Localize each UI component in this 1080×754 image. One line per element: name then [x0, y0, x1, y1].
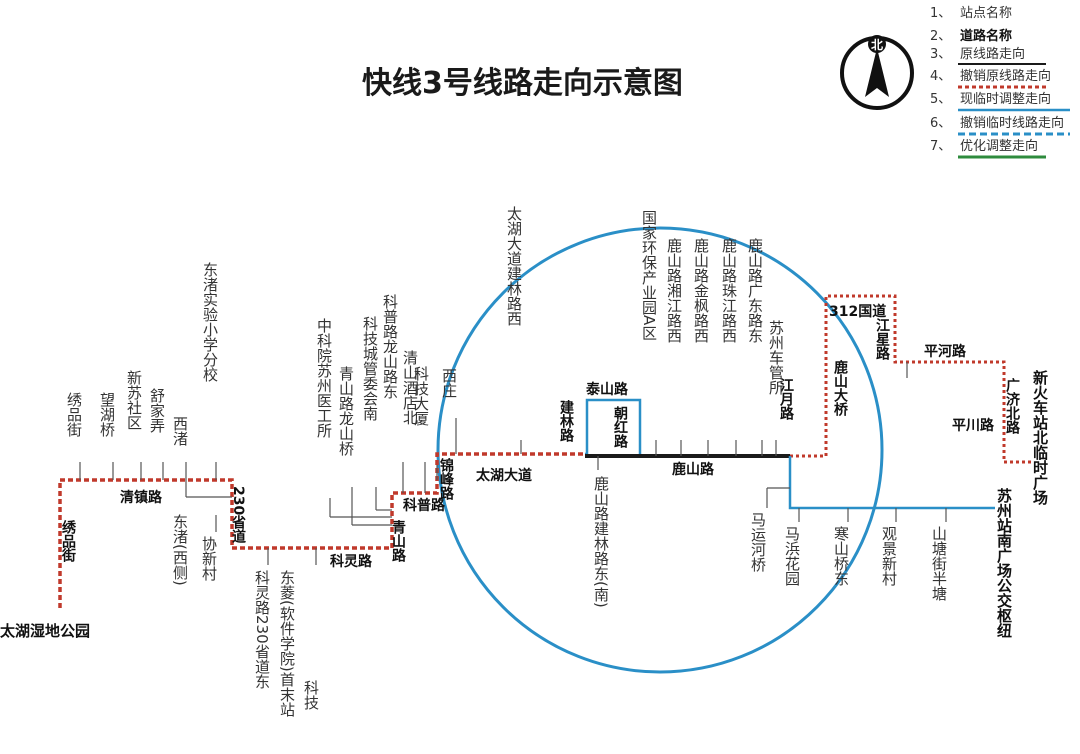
stop-qingshan-hotel: 清山酒店北: [401, 350, 419, 425]
stop-lushan-jianlin-east: 鹿山路建林路东(南): [592, 476, 610, 608]
legend-num-2: 2、: [930, 29, 951, 44]
road-qingzhen: 清镇路: [120, 489, 163, 506]
legend-num-4: 4、: [930, 69, 951, 84]
compass-arrow-icon: [865, 48, 889, 97]
stop-kepulu-longshanlu: 科普路龙山路东: [381, 294, 399, 399]
terminal-east-a: 苏州站南广场公交枢纽: [995, 487, 1013, 638]
stop-wanghuqiao: 望湖桥: [98, 392, 116, 437]
road-jiangxing: 江星路: [874, 317, 890, 360]
stop-chekuan-suo: 苏州车管所: [767, 320, 785, 395]
legend-num-7: 7、: [930, 139, 951, 154]
stop-ticks: [79, 362, 947, 565]
compass-north-badge: [868, 35, 886, 53]
road-xiupin-jie: 绣品街: [60, 519, 77, 563]
stop-zhongkeyuan: 中科院苏州医工所: [315, 318, 333, 438]
stop-mabin-huayuan: 马浜花园: [783, 526, 801, 586]
legend-num-6: 6、: [930, 116, 951, 131]
stop-guojia-huanbao: 国家环保产业园A区: [640, 210, 658, 340]
legend-num-3: 3、: [930, 47, 951, 62]
terminal-east-b: 新火车站北临时广场: [1031, 369, 1049, 506]
stop-shujianong: 舒家弄: [148, 388, 166, 433]
stop-hanshan-qiao: 寒山桥东: [832, 525, 850, 586]
legend-num-1: 1、: [930, 6, 951, 21]
compass: 北: [840, 35, 914, 110]
legend-item-5: 现临时调整走向: [960, 91, 1051, 107]
road-pingchuan: 平川路: [952, 417, 995, 434]
legend-item-6: 撤销临时线路走向: [960, 115, 1064, 131]
adjustment-zone-circle: [436, 226, 884, 674]
stop-xiupinjie: 绣品街: [65, 392, 83, 437]
road-lushan: 鹿山路: [671, 461, 715, 478]
road-keling: 科灵路: [330, 553, 373, 570]
stop-qingshan-longshanqiao: 青山路龙山桥: [337, 366, 355, 456]
legend-item-4: 撤销原线路走向: [960, 68, 1051, 84]
stop-xizhuang: 西庄: [440, 368, 458, 398]
route-cancelled-west: [58, 452, 585, 608]
compass-north-label: 北: [871, 37, 883, 52]
road-pinghe: 平河路: [924, 343, 967, 360]
stop-xizhu: 西渚: [171, 416, 189, 446]
road-g312: 312国道: [829, 303, 886, 320]
road-guangji-beilu: 广济北路: [1004, 377, 1020, 434]
road-qingshan: 青山路: [390, 519, 406, 562]
stop-guangdong-east: 鹿山路广东路东: [746, 238, 764, 343]
road-chaohong: 朝红路: [612, 405, 628, 448]
stop-keji: 科技: [302, 680, 320, 711]
stop-keling-230: 科灵路230省道东: [253, 570, 271, 689]
map-title: 快线3号线路走向示意图: [362, 66, 683, 101]
stop-dongzhu-school: 东渚实验小学分校: [201, 262, 219, 382]
route-temporary-east: [788, 456, 995, 510]
legend-item-7: 优化调整走向: [960, 138, 1038, 154]
stop-jinfeng-west: 鹿山路金枫路西: [692, 238, 710, 343]
stop-zhujiang-west: 鹿山路珠江路西: [720, 238, 738, 343]
road-s230: 230省道: [230, 486, 247, 545]
stop-keji-dasha: 科技大厦: [412, 366, 430, 426]
terminal-west: 太湖湿地公园: [0, 622, 90, 640]
road-jiangyue: 江月路: [778, 377, 795, 420]
legend-item-2: 道路名称: [960, 28, 1012, 44]
stop-keji-guanweihui: 科技城管委会南: [361, 316, 379, 421]
stop-taihu-jianlin-west: 太湖大道建林路西: [505, 206, 523, 326]
road-jianlin: 建林路: [558, 399, 574, 442]
legend-num-5: 5、: [930, 92, 951, 107]
stop-dongling: 东菱(软件学院)首末站: [278, 570, 296, 717]
legend: 1、 站点名称 2、 道路名称 3、 原线路走向 4、 撤销原线路走向 5、 现…: [930, 5, 1070, 159]
stop-guanjing-xincun: 观景新村: [880, 526, 898, 586]
stop-xiangjiang-west: 鹿山路湘江路西: [665, 238, 683, 343]
legend-item-1: 站点名称: [960, 5, 1012, 21]
stop-dongzhu-west: 东渚(西侧): [171, 514, 189, 586]
road-taihu-dadao: 太湖大道: [476, 467, 532, 484]
stop-xiexincun: 协新村: [200, 536, 218, 581]
road-jinfeng: 锦峰路: [438, 457, 454, 500]
road-taishan: 泰山路: [585, 381, 629, 398]
stop-xinsushequ: 新苏社区: [125, 370, 143, 430]
road-lushan-daqiao: 鹿山大桥: [832, 359, 849, 417]
stop-shantangjie: 山塘街半塘: [930, 526, 948, 601]
stop-mayun-heqiao: 马运河桥: [749, 512, 767, 572]
legend-item-3: 原线路走向: [960, 46, 1025, 62]
route-cancelled-east: [790, 294, 1032, 464]
road-kepu: 科普路: [403, 497, 446, 514]
